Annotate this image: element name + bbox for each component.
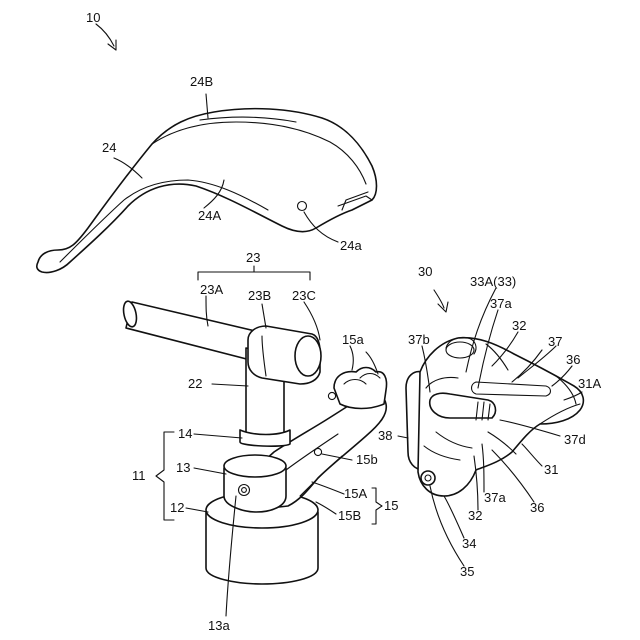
label-34: 34 xyxy=(462,536,476,551)
label-15b: 15b xyxy=(356,452,378,467)
label-14: 14 xyxy=(178,426,192,441)
label-32-bottom: 32 xyxy=(468,508,482,523)
label-31: 31 xyxy=(544,462,558,477)
label-33A-33: 33A(33) xyxy=(470,274,516,289)
label-37b: 37b xyxy=(408,332,430,347)
label-24B: 24B xyxy=(190,74,213,89)
label-13a: 13a xyxy=(208,618,230,633)
label-38: 38 xyxy=(378,428,392,443)
label-37: 37 xyxy=(548,334,562,349)
label-12: 12 xyxy=(170,500,184,515)
label-24A: 24A xyxy=(198,208,221,223)
label-23: 23 xyxy=(246,250,260,265)
arrow-10 xyxy=(96,24,116,50)
label-15a: 15a xyxy=(342,332,364,347)
trigger-lever-24 xyxy=(37,109,377,273)
label-24: 24 xyxy=(102,140,116,155)
label-35: 35 xyxy=(460,564,474,579)
nozzle-assembly-23 xyxy=(121,300,321,446)
label-13: 13 xyxy=(176,460,190,475)
label-30: 30 xyxy=(418,264,432,279)
label-32-top: 32 xyxy=(512,318,526,333)
label-37d: 37d xyxy=(564,432,586,447)
label-15A: 15A xyxy=(344,486,367,501)
label-36-bottom: 36 xyxy=(530,500,544,515)
label-37a-top: 37a xyxy=(490,296,512,311)
label-10: 10 xyxy=(86,10,100,25)
label-11: 11 xyxy=(132,468,146,483)
label-15: 15 xyxy=(384,498,398,513)
label-23A: 23A xyxy=(200,282,223,297)
label-24a: 24a xyxy=(340,238,362,253)
label-23C: 23C xyxy=(292,288,316,303)
label-37a-bottom: 37a xyxy=(484,490,506,505)
label-36-top: 36 xyxy=(566,352,580,367)
label-23B: 23B xyxy=(248,288,271,303)
arrow-30 xyxy=(434,290,448,312)
label-15B: 15B xyxy=(338,508,361,523)
label-22: 22 xyxy=(188,376,202,391)
label-31A: 31A xyxy=(578,376,601,391)
